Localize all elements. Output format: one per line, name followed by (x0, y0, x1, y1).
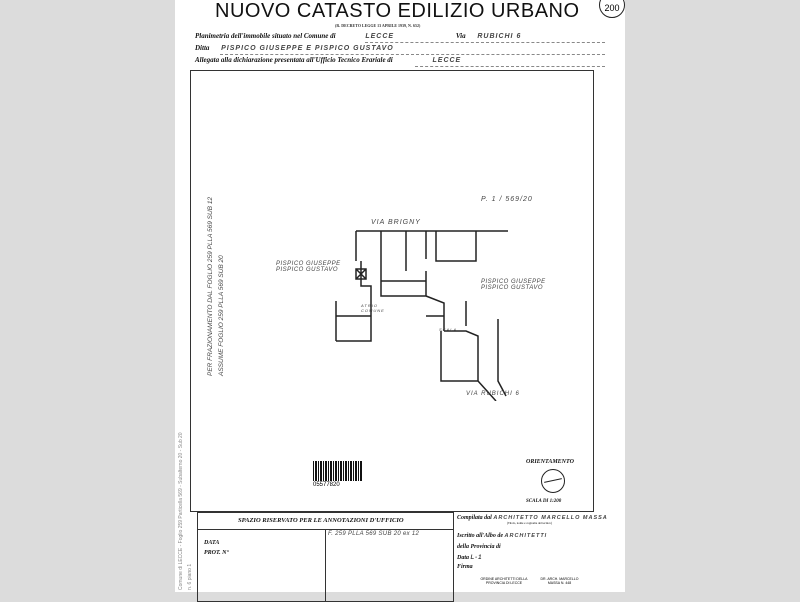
ditta-value: PISPICO GIUSEPPE E PISPICO GUSTAVO (221, 45, 394, 52)
owner-left-2: PISPICO GUSTAVO (276, 267, 339, 273)
via-value: RUBICHI 6 (477, 33, 522, 40)
prot-label: PROT. N° (204, 550, 229, 556)
office-annotations-box: SPAZIO RISERVATO PER LE ANNOTAZIONI D'UF… (197, 512, 454, 602)
document-title: NUOVO CATASTO EDILIZIO URBANO (215, 0, 580, 22)
row-ditta: Ditta PISPICO GIUSEPPE E PISPICO GUSTAVO (195, 44, 394, 52)
dotted-line (365, 42, 605, 43)
scala-label: SCALA (439, 327, 458, 332)
street-bottom-label: VIA RUBICHI 6 (466, 391, 520, 397)
row-allegata: Allegata alla dichiarazione presentata a… (195, 56, 461, 64)
document-page: NUOVO CATASTO EDILIZIO URBANO (R. DECRET… (175, 0, 625, 602)
row-planimetria: Planimetria dell'immobile situato nel Co… (195, 32, 521, 40)
orientation-label: ORIENTAMENTO (526, 459, 574, 465)
compilata-subnote: (Titolo, nome e cognome del tecnico) (507, 521, 553, 525)
plan-frame: PER FRAZIONAMENTO DAL FOGLIO 259 PLLA 56… (190, 70, 594, 512)
firma-label: Firma (457, 564, 473, 570)
side-note-1: PER FRAZIONAMENTO DAL FOGLIO 259 PLLA 56… (207, 196, 214, 376)
margin-note-2: n. 6 piano 1 (187, 563, 193, 590)
data-value: L-1 (470, 555, 483, 561)
owner-left-1: PISPICO GIUSEPPE (276, 261, 341, 267)
ufficio-value: LECCE (432, 57, 462, 64)
page-stamp: 200 (599, 0, 625, 18)
dotted-line (415, 66, 605, 67)
compilata-value: ARCHITETTO MARCELLO MASSA (493, 515, 608, 521)
owner-right-2: PISPICO GUSTAVO (481, 285, 544, 291)
compilata-section: Compilata dal ARCHITETTO MARCELLO MASSA … (457, 515, 622, 585)
margin-note: Comune di LECCE - Foglio 259 Particella … (178, 432, 184, 590)
scale-label: SCALA DI 1:200 (526, 499, 562, 504)
provincia-label: della Provincia di (457, 544, 501, 550)
compass-icon (541, 469, 565, 493)
planimetria-label: Planimetria dell'immobile situato nel Co… (195, 32, 336, 40)
dotted-line (220, 54, 605, 55)
comune-value: LECCE (365, 33, 395, 40)
stamp-ordine: ORDINE ARCHITETTI DELLA PROVINCIA DI LEC… (480, 577, 528, 585)
iscritto-value: ARCHITETTI (504, 533, 548, 539)
barcode (313, 461, 363, 481)
stamp-architetto: DR. ARCH. MARCELLO MASSA N. 448 (540, 577, 579, 585)
annotations-title: SPAZIO RISERVATO PER LE ANNOTAZIONI D'UF… (238, 517, 404, 524)
decree-note: (R. DECRETO LEGGE 13 APRILE 1939, N. 652… (335, 23, 421, 28)
annotation-note: F. 259 PLLA 569 SUB 20 ex 12 (328, 531, 420, 537)
street-top-label: VIA BRIGNY (371, 219, 421, 226)
owner-right-1: PISPICO GIUSEPPE (481, 279, 546, 285)
atrio-label: ATRIO COMUNE (361, 303, 385, 313)
via-label: Via (455, 32, 466, 40)
floor-plan (335, 230, 508, 401)
ditta-label: Ditta (195, 44, 210, 52)
iscritto-label: Iscritto all'Albo de (457, 533, 504, 539)
plan-reference: P. 1 / 569/20 (481, 196, 533, 203)
side-note-2: ASSUME FOGLIO 259 PLLA 569 SUB 20 (218, 255, 225, 376)
compilata-label: Compilata dal (457, 515, 492, 521)
allegata-label: Allegata alla dichiarazione presentata a… (195, 56, 393, 64)
data-label: DATA (204, 540, 220, 546)
data-label-2: Data (457, 555, 469, 561)
barcode-number: 05577820 (313, 482, 340, 488)
